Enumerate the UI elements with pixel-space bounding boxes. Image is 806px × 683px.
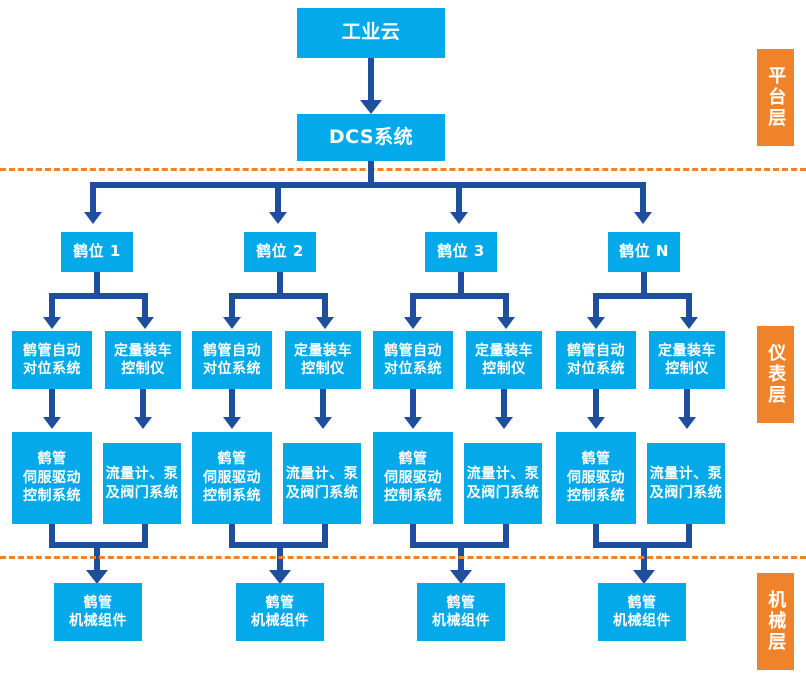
arrow-g1-to-mechanical	[86, 570, 108, 584]
connector-g3-right-merge-down	[503, 524, 509, 548]
layer-tag-platform: 平台层	[757, 49, 794, 146]
node-flow-pump-valve-1[interactable]: 流量计、泵 及阀门系统	[103, 443, 181, 524]
connector-g1-left-merge-down	[49, 524, 55, 548]
arrow-instr1-right-down	[134, 417, 152, 429]
connector-arm2-right-drop	[322, 293, 328, 319]
connector-arm3-split-bar	[410, 293, 509, 299]
arrow-instr3-left-down	[404, 417, 422, 429]
arrow-instr2-left-down	[223, 417, 241, 429]
node-arm-position-2[interactable]: 鹤位 2	[244, 232, 316, 272]
node-arm-position-4[interactable]: 鹤位 N	[608, 232, 680, 272]
node-instrument-auto-position-4[interactable]: 鹤管自动 对位系统	[556, 331, 636, 389]
node-flow-pump-valve-3[interactable]: 流量计、泵 及阀门系统	[464, 443, 542, 524]
connector-instr4-left-down	[593, 389, 599, 419]
connector-g4-right-merge-down	[686, 524, 692, 548]
connector-instr2-right-down	[320, 389, 326, 419]
node-dcs-system[interactable]: DCS系统	[297, 114, 445, 161]
connector-branch-1	[90, 182, 96, 214]
arrow-g4-to-mechanical	[633, 570, 655, 584]
node-mechanical-assembly-3[interactable]: 鹤管 机械组件	[417, 583, 505, 641]
connector-arm4-down	[641, 272, 647, 296]
connector-instr1-left-down	[49, 389, 55, 419]
connector-arm1-right-drop	[142, 293, 148, 319]
connector-branch-3	[456, 182, 462, 214]
arrow-branch-2	[269, 212, 287, 224]
connector-instr1-right-down	[140, 389, 146, 419]
node-flow-pump-valve-2[interactable]: 流量计、泵 及阀门系统	[283, 443, 361, 524]
node-instrument-loading-controller-4[interactable]: 定量装车 控制仪	[649, 331, 725, 389]
arrow-instr4-right-down	[678, 417, 696, 429]
connector-cloud-to-dcs	[368, 58, 374, 102]
arrow-branch-3	[450, 212, 468, 224]
connector-instr4-right-down	[684, 389, 690, 419]
node-servo-drive-3[interactable]: 鹤管 伺服驱动 控制系统	[373, 432, 453, 524]
connector-g2-right-merge-down	[322, 524, 328, 548]
connector-arm4-split-bar	[593, 293, 692, 299]
connector-arm3-right-drop	[503, 293, 509, 319]
node-mechanical-assembly-4[interactable]: 鹤管 机械组件	[598, 583, 686, 641]
arrow-arm2-right	[316, 317, 334, 329]
connector-instr3-left-down	[410, 389, 416, 419]
connector-arm1-left-drop	[49, 293, 55, 319]
layer-tag-mechanical: 机械层	[757, 573, 794, 670]
connector-branch-4	[640, 182, 646, 214]
arrow-arm4-right	[680, 317, 698, 329]
arrow-branch-4	[634, 212, 652, 224]
connector-g1-right-merge-down	[142, 524, 148, 548]
node-flow-pump-valve-4[interactable]: 流量计、泵 及阀门系统	[647, 443, 725, 524]
connector-dcs-distribution-bar	[90, 182, 646, 188]
node-instrument-loading-controller-3[interactable]: 定量装车 控制仪	[466, 331, 542, 389]
node-servo-drive-2[interactable]: 鹤管 伺服驱动 控制系统	[192, 432, 272, 524]
connector-dcs-down	[368, 161, 374, 185]
node-servo-drive-1[interactable]: 鹤管 伺服驱动 控制系统	[12, 432, 92, 524]
arrow-instr1-left-down	[43, 417, 61, 429]
node-servo-drive-4[interactable]: 鹤管 伺服驱动 控制系统	[556, 432, 636, 524]
divider-instrument-mechanical	[0, 556, 806, 559]
connector-arm2-left-drop	[229, 293, 235, 319]
connector-arm1-split-bar	[49, 293, 148, 299]
node-industrial-cloud[interactable]: 工业云	[297, 8, 445, 58]
node-mechanical-assembly-2[interactable]: 鹤管 机械组件	[236, 583, 324, 641]
node-instrument-auto-position-2[interactable]: 鹤管自动 对位系统	[192, 331, 272, 389]
connector-arm1-down	[94, 272, 100, 296]
layer-tag-instrument: 仪表层	[757, 326, 794, 423]
connector-g3-left-merge-down	[410, 524, 416, 548]
connector-arm2-down	[277, 272, 283, 296]
node-instrument-loading-controller-1[interactable]: 定量装车 控制仪	[105, 331, 181, 389]
connector-g4-left-merge-down	[593, 524, 599, 548]
arrow-instr3-right-down	[495, 417, 513, 429]
arrow-arm4-left	[587, 317, 605, 329]
node-instrument-loading-controller-2[interactable]: 定量装车 控制仪	[285, 331, 361, 389]
arrow-arm2-left	[223, 317, 241, 329]
arrow-arm3-left	[404, 317, 422, 329]
arrow-cloud-to-dcs	[360, 100, 382, 114]
connector-instr2-left-down	[229, 389, 235, 419]
connector-arm4-left-drop	[593, 293, 599, 319]
node-arm-position-1[interactable]: 鹤位 1	[61, 232, 133, 272]
connector-instr3-right-down	[501, 389, 507, 419]
arrow-arm3-right	[497, 317, 515, 329]
connector-branch-2	[275, 182, 281, 214]
connector-g2-left-merge-down	[229, 524, 235, 548]
divider-platform-instrument	[0, 168, 806, 171]
node-instrument-auto-position-3[interactable]: 鹤管自动 对位系统	[373, 331, 453, 389]
node-arm-position-3[interactable]: 鹤位 3	[425, 232, 497, 272]
arrow-g2-to-mechanical	[269, 570, 291, 584]
arrow-branch-1	[84, 212, 102, 224]
node-instrument-auto-position-1[interactable]: 鹤管自动 对位系统	[12, 331, 92, 389]
arrow-instr2-right-down	[314, 417, 332, 429]
connector-arm3-down	[458, 272, 464, 296]
connector-arm2-split-bar	[229, 293, 328, 299]
arrow-arm1-left	[43, 317, 61, 329]
node-mechanical-assembly-1[interactable]: 鹤管 机械组件	[54, 583, 142, 641]
arrow-arm1-right	[136, 317, 154, 329]
arrow-instr4-left-down	[587, 417, 605, 429]
connector-arm4-right-drop	[686, 293, 692, 319]
arrow-g3-to-mechanical	[450, 570, 472, 584]
connector-arm3-left-drop	[410, 293, 416, 319]
